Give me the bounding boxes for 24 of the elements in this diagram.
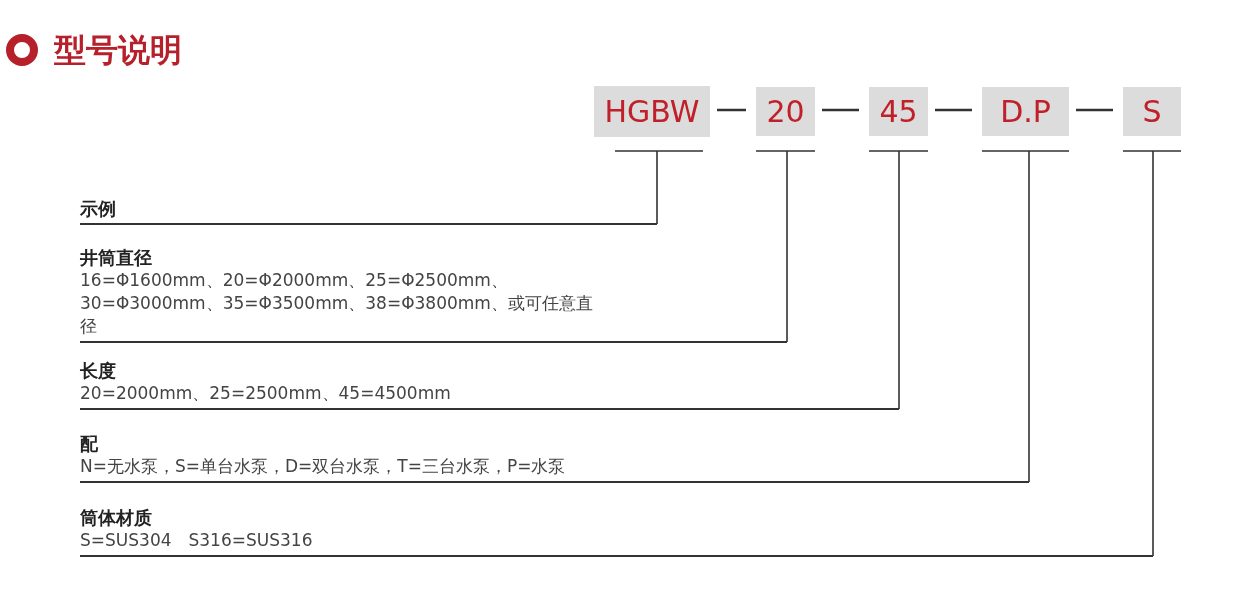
row-text: 16=Φ1600mm、20=Φ2000mm、25=Φ2500mm、30=Φ3000mm、35=Φ3500mm、38=Φ3800mm、或可任意直径 [80,269,594,338]
code-box: 45 [869,87,928,136]
code-box: HGBW [594,86,710,137]
leader-line [755,150,816,343]
code-box: S [1123,87,1181,136]
title: 型号说明 [54,30,182,70]
leader-line [868,150,929,410]
row-heading: 长度 [80,359,117,382]
row-heading: 示例 [80,197,117,220]
dash-line [717,108,746,112]
leader-line [981,150,1070,483]
code-box: D.P [982,87,1069,136]
row-heading: 配 [80,432,99,455]
leader-line [1122,150,1182,557]
row-text: S=SUS304 S316=SUS316 [80,529,314,552]
row-text: 20=2000mm、25=2500mm、45=4500mm [80,382,452,405]
dash-line [1076,108,1113,112]
row-heading: 井筒直径 [80,246,153,269]
leader-line [614,150,704,225]
code-box: 20 [756,87,815,136]
dash-line [935,108,972,112]
row-text: N=无水泵，S=单台水泵，D=双台水泵，T=三台水泵，P=水泵 [80,455,567,478]
row-heading: 筒体材质 [80,506,153,529]
dash-line [822,108,859,112]
